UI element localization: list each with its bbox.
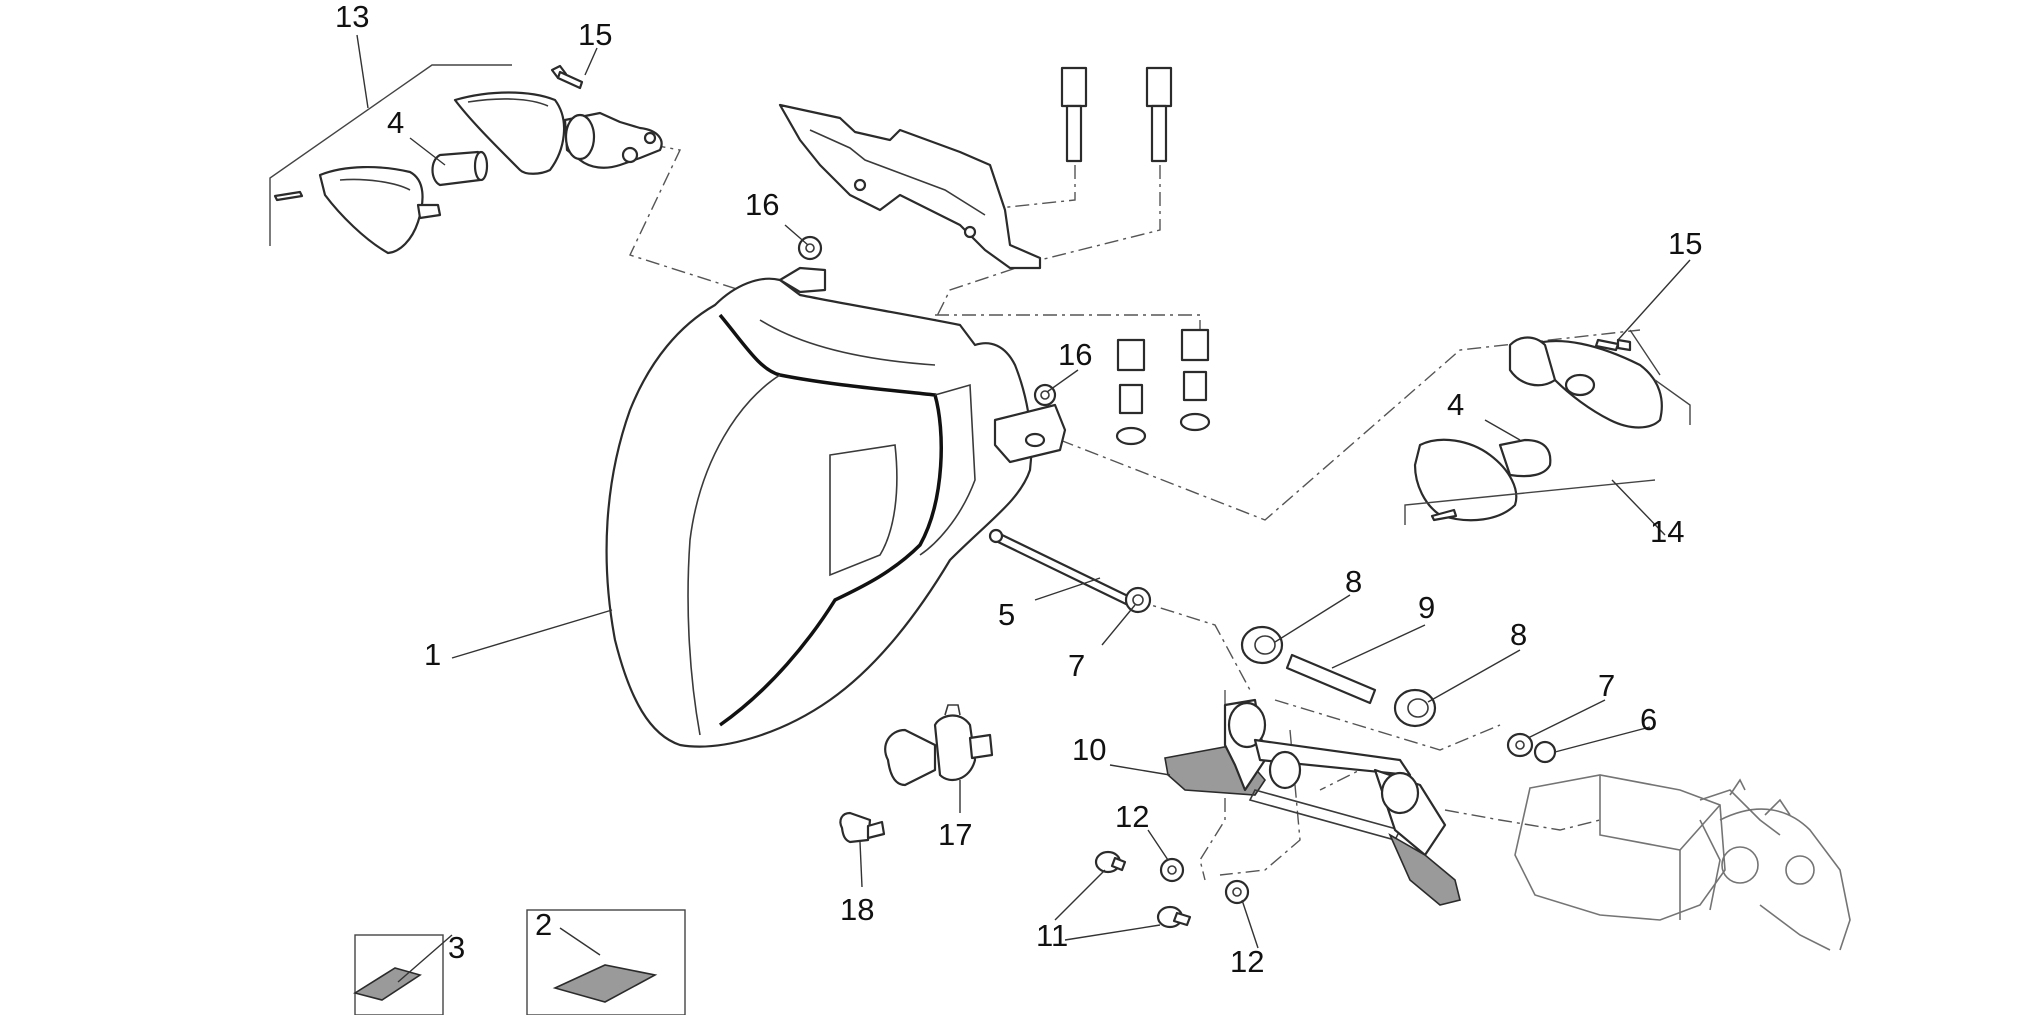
callout-12-top: 12	[1115, 799, 1149, 834]
callout-7-left: 7	[1068, 648, 1085, 683]
bracket-bolts	[1060, 66, 1173, 163]
spacer-7-left	[1124, 586, 1152, 614]
callout-16-right: 16	[1058, 337, 1092, 372]
left-bulb	[431, 150, 489, 187]
right-indicator-rear	[1413, 438, 1518, 522]
bushing-8-right	[1393, 688, 1437, 728]
leader-lines	[356, 34, 1691, 983]
item-3-box	[352, 934, 444, 1016]
callout-12-bottom: 12	[1230, 944, 1264, 979]
callout-5: 5	[998, 597, 1015, 632]
left-indicator-front	[453, 91, 663, 175]
callout-16-top: 16	[745, 187, 779, 222]
callout-4-right: 4	[1447, 387, 1464, 422]
sleeve-9	[1285, 653, 1377, 705]
left-screw	[550, 64, 584, 90]
frame-section	[1514, 774, 1851, 951]
washer-7-right	[1506, 732, 1534, 758]
right-bulb	[1498, 438, 1552, 478]
callout-11: 11	[1036, 918, 1068, 953]
callout-8-top: 8	[1345, 564, 1362, 599]
callout-7-right: 7	[1598, 668, 1615, 703]
callout-14: 14	[1650, 514, 1684, 549]
rubber-mounts	[1115, 328, 1211, 446]
callout-13: 13	[335, 0, 369, 34]
callout-1: 1	[424, 637, 441, 672]
callout-10: 10	[1072, 732, 1106, 767]
callout-9: 9	[1418, 590, 1435, 625]
callout-6: 6	[1640, 702, 1657, 737]
headlight-mount-10	[1164, 698, 1461, 906]
parking-bulb-18	[839, 811, 886, 844]
long-bolt-5	[988, 528, 1134, 607]
callout-4-left: 4	[387, 105, 404, 140]
headlight-bulb-17	[884, 704, 994, 787]
callout-8-right: 8	[1510, 617, 1527, 652]
nut-6	[1533, 740, 1557, 764]
headlight-bracket	[778, 103, 1042, 270]
callout-18: 18	[840, 892, 874, 927]
callout-17: 17	[938, 817, 972, 852]
washer-12-right	[1224, 879, 1250, 905]
screw-11-bottom	[1156, 905, 1192, 929]
headlight-assembly	[605, 266, 1067, 748]
callout-2: 2	[535, 907, 552, 942]
right-indicator-front	[1508, 336, 1663, 429]
bushing-8-left	[1240, 625, 1284, 665]
left-indicator-rear	[273, 166, 442, 255]
right-screw	[1594, 338, 1632, 352]
screw-11-top	[1094, 850, 1127, 874]
washer-12-left	[1159, 857, 1185, 883]
group-frames	[269, 64, 1691, 525]
callouts: 13 15 4 16 16 1 15 4 14 5 7 8 9 8 7 6 10…	[335, 0, 1702, 979]
callout-3: 3	[448, 930, 465, 965]
callout-15-left: 15	[578, 17, 612, 52]
callout-15-right: 15	[1668, 226, 1702, 261]
